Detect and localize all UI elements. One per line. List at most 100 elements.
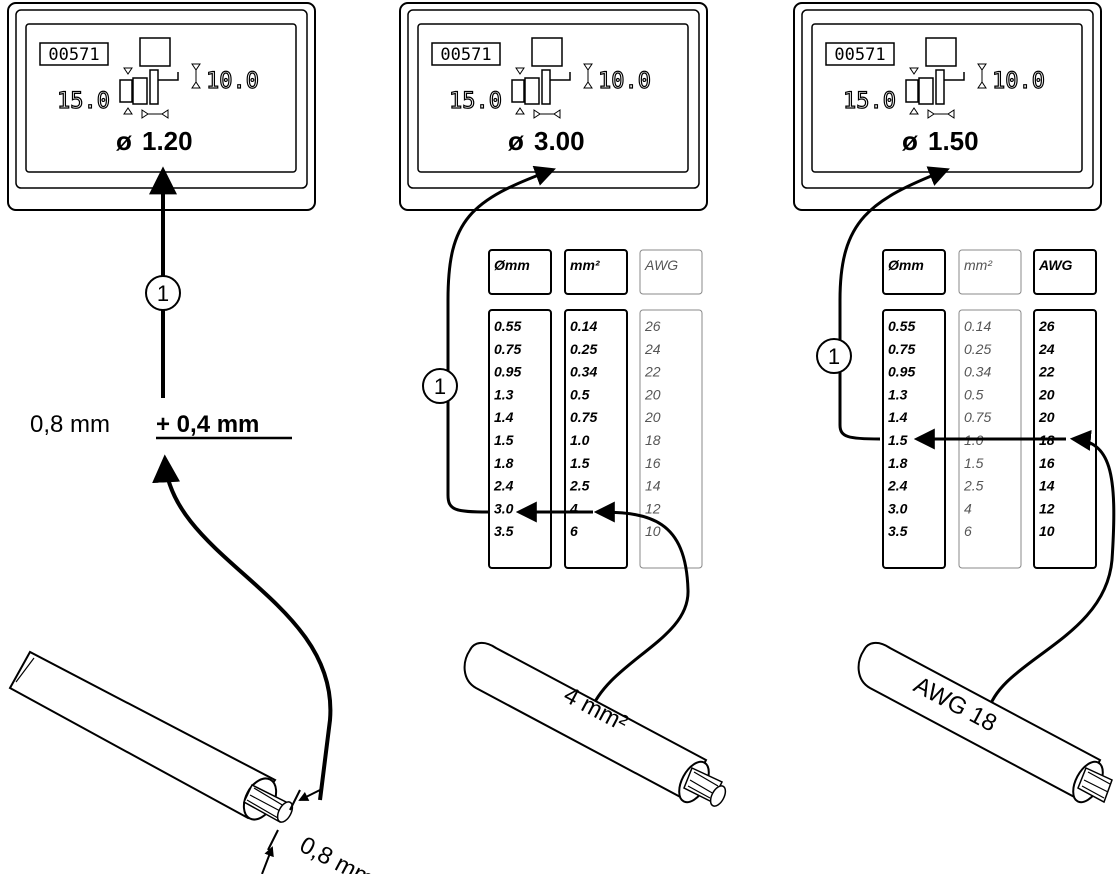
arrow-to-display bbox=[838, 166, 950, 301]
cell-mm2: 2.5 bbox=[569, 478, 590, 494]
cell-mm: 0.95 bbox=[494, 364, 521, 380]
cell-mm2: 0.5 bbox=[964, 386, 984, 402]
dim-arrow-a bbox=[298, 789, 321, 801]
cell-mm2: 0.75 bbox=[964, 409, 991, 425]
cell-mm: 1.3 bbox=[494, 386, 514, 402]
counter-value: 00571 bbox=[48, 45, 99, 65]
left-value: 15.0 bbox=[843, 89, 896, 114]
cell-mm: 2.4 bbox=[887, 478, 908, 494]
cell-mm: 1.8 bbox=[494, 455, 514, 471]
lcd-display: 00571 15.0 10.0 ø 1.50 bbox=[793, 2, 1102, 211]
diameter-value: 3.00 bbox=[534, 126, 585, 156]
step-number: 1 bbox=[434, 374, 446, 399]
header-mm2: mm² bbox=[570, 257, 600, 273]
column-box-awg bbox=[639, 309, 703, 569]
arrow-wire-to-table bbox=[588, 501, 690, 713]
wire bbox=[8, 650, 294, 824]
cell-mm: 1.4 bbox=[888, 409, 908, 425]
cell-mm2: 1.5 bbox=[570, 455, 590, 471]
counter-value: 00571 bbox=[440, 45, 491, 65]
formula-base: 0,8 mm bbox=[30, 411, 110, 438]
step-number: 1 bbox=[828, 344, 840, 369]
header-box-mm bbox=[882, 249, 946, 295]
cell-awg: 26 bbox=[644, 318, 661, 334]
column-mm: 0.550.750.951.31.41.51.82.43.03.5 bbox=[493, 318, 521, 539]
wire bbox=[857, 642, 1113, 804]
cell-awg: 24 bbox=[1038, 341, 1055, 357]
dim-line-bottom bbox=[267, 829, 279, 851]
cell-mm2: 0.5 bbox=[570, 386, 590, 402]
left-value: 15.0 bbox=[57, 89, 110, 114]
diameter-symbol: ø bbox=[902, 126, 918, 156]
header-box-awg bbox=[639, 249, 703, 295]
diameter-value: 1.20 bbox=[142, 126, 193, 156]
cell-mm2: 0.25 bbox=[964, 341, 991, 357]
cell-mm: 1.5 bbox=[494, 432, 514, 448]
wire-dimension: 0,8 mm bbox=[295, 831, 378, 874]
cell-mm: 0.75 bbox=[888, 341, 915, 357]
arrow-wire-to-formula bbox=[152, 454, 333, 801]
arrow-to-display bbox=[446, 165, 556, 301]
cell-mm2: 0.75 bbox=[570, 409, 597, 425]
panel-1: 00571 15.0 10.0 ø 1.20 1 0,8 mm + 0,4 mm bbox=[7, 2, 379, 874]
cell-mm2: 1.5 bbox=[964, 455, 984, 471]
cell-mm: 1.5 bbox=[888, 432, 908, 448]
step-marker bbox=[145, 275, 181, 311]
cell-mm: 1.4 bbox=[494, 409, 514, 425]
counter-box bbox=[825, 42, 895, 66]
counter-value: 00571 bbox=[834, 45, 885, 65]
cell-awg: 14 bbox=[645, 478, 661, 494]
conversion-table: Ømm mm² AWG 0.550.750.951.31.41.51.82.43… bbox=[882, 249, 1097, 569]
cell-mm2: 0.34 bbox=[570, 364, 597, 380]
cell-mm: 3.0 bbox=[888, 500, 908, 516]
counter-box bbox=[39, 42, 109, 66]
header-awg: AWG bbox=[1038, 257, 1073, 273]
cell-awg: 20 bbox=[644, 409, 661, 425]
cell-mm: 1.8 bbox=[888, 455, 908, 471]
dim-arrow-b bbox=[261, 846, 274, 874]
cell-awg: 22 bbox=[1038, 364, 1055, 380]
formula-added: + 0,4 mm bbox=[156, 411, 259, 438]
cell-mm: 0.75 bbox=[494, 341, 521, 357]
header-mm: Ømm bbox=[888, 257, 924, 273]
cell-awg: 12 bbox=[645, 500, 661, 516]
step-marker bbox=[422, 368, 458, 404]
panel-3: 00571 15.0 10.0 ø 1.50 Ømm mm² AWG 0.550… bbox=[793, 2, 1116, 804]
cell-mm2: 0.25 bbox=[570, 341, 597, 357]
step-number: 1 bbox=[157, 281, 169, 306]
cell-mm2: 1.0 bbox=[570, 432, 590, 448]
cell-mm2: 0.14 bbox=[570, 318, 597, 334]
cell-mm: 0.95 bbox=[888, 364, 915, 380]
diameter-symbol: ø bbox=[508, 126, 524, 156]
panel-2: 00571 15.0 10.0 ø 3.00 Ømm mm² AWG 0.550… bbox=[399, 2, 727, 807]
cell-awg: 16 bbox=[1039, 455, 1055, 471]
cell-awg: 26 bbox=[1038, 318, 1055, 334]
cell-awg: 18 bbox=[645, 432, 661, 448]
cell-awg: 20 bbox=[1038, 409, 1055, 425]
arrow-from-mm bbox=[446, 300, 489, 514]
header-mm: Ømm bbox=[494, 257, 530, 273]
header-awg: AWG bbox=[644, 257, 678, 273]
wire bbox=[463, 642, 727, 807]
right-value: 10.0 bbox=[206, 69, 259, 94]
right-value: 10.0 bbox=[598, 69, 651, 94]
header-box-mm2 bbox=[958, 249, 1022, 295]
cell-awg: 10 bbox=[645, 523, 661, 539]
header-box-mm bbox=[488, 249, 552, 295]
cell-awg: 14 bbox=[1039, 478, 1055, 494]
lcd-display: 00571 15.0 10.0 ø 3.00 bbox=[399, 2, 708, 211]
column-mm: 0.550.750.951.31.41.51.82.43.03.5 bbox=[887, 318, 915, 539]
cell-mm2: 6 bbox=[964, 523, 972, 539]
cell-awg: 16 bbox=[645, 455, 661, 471]
counter-box bbox=[431, 42, 501, 66]
cell-mm2: 0.14 bbox=[964, 318, 991, 334]
cell-mm2: 2.5 bbox=[963, 478, 984, 494]
arrow-from-mm bbox=[838, 300, 881, 441]
dim-line-top bbox=[289, 789, 301, 811]
conversion-table: Ømm mm² AWG 0.550.750.951.31.41.51.82.43… bbox=[488, 249, 703, 569]
header-box-awg bbox=[1033, 249, 1097, 295]
right-value: 10.0 bbox=[992, 69, 1045, 94]
cell-mm: 3.5 bbox=[888, 523, 908, 539]
cell-awg: 12 bbox=[1039, 500, 1055, 516]
